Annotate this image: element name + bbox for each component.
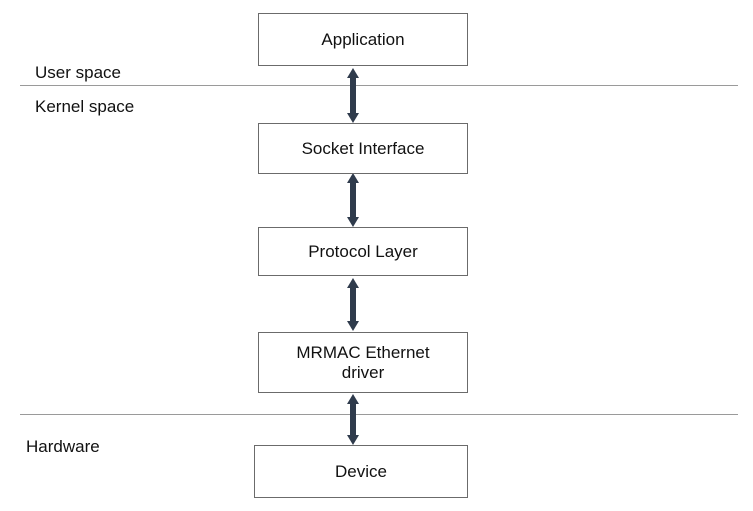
user-kernel-separator	[20, 85, 738, 86]
driver-label-line2: driver	[341, 362, 385, 382]
hardware-label: Hardware	[26, 437, 100, 456]
kernel-hardware-separator	[20, 414, 738, 415]
socket-interface-label: Socket Interface	[301, 138, 425, 158]
arrow-driver-device	[347, 394, 359, 445]
device-label: Device	[335, 461, 387, 481]
arrow-application-socket	[347, 68, 359, 123]
driver-box: MRMAC Ethernet driver	[258, 332, 468, 393]
kernel-space-label: Kernel space	[35, 97, 135, 116]
driver-label-line1: MRMAC Ethernet	[296, 342, 430, 362]
protocol-layer-label: Protocol Layer	[308, 241, 418, 261]
arrow-socket-protocol	[347, 173, 359, 227]
protocol-layer-box: Protocol Layer	[258, 227, 468, 276]
user-space-label: User space	[35, 63, 121, 82]
device-box: Device	[254, 445, 468, 498]
application-label: Application	[321, 29, 405, 49]
arrow-protocol-driver	[347, 278, 359, 331]
application-box: Application	[258, 13, 468, 66]
socket-interface-box: Socket Interface	[258, 123, 468, 174]
